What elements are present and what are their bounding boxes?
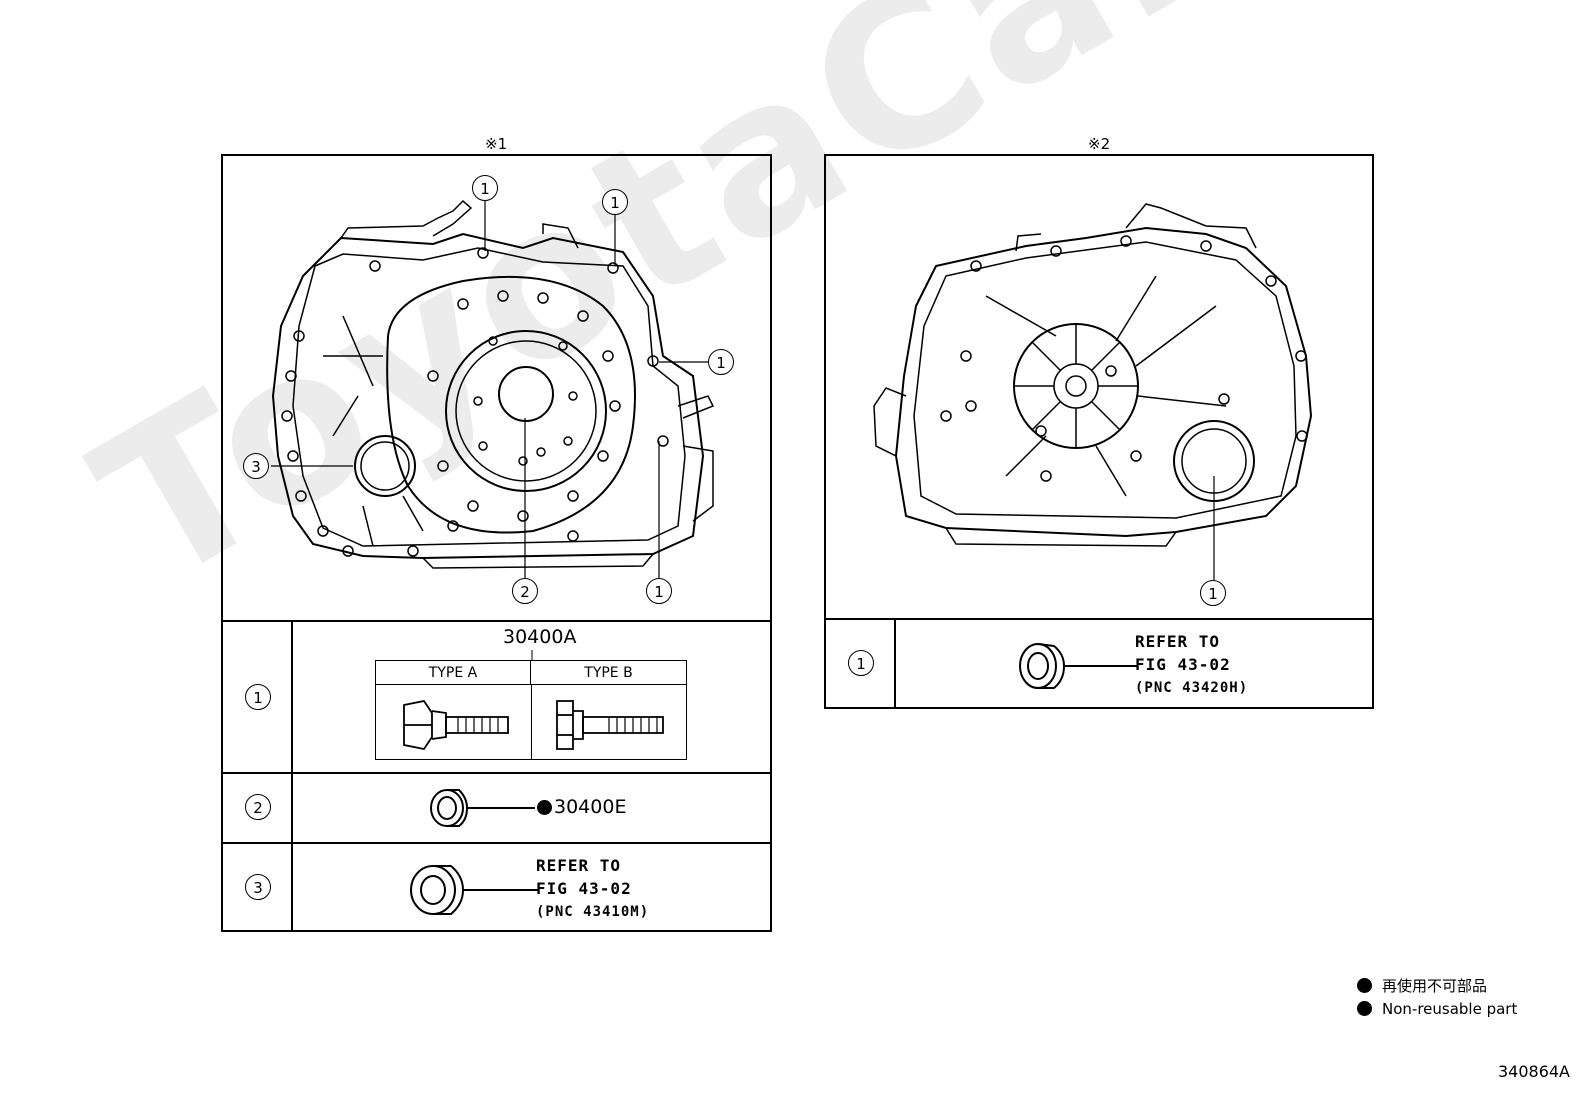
row-number: 2 [245, 794, 271, 820]
bolt-type-b-icon [556, 700, 664, 750]
callout-1-a: 1 [472, 175, 498, 201]
type-table: TYPE A TYPE B [375, 660, 687, 760]
callout-3: 3 [243, 453, 269, 479]
row-number: 3 [245, 874, 271, 900]
refer-line-1: REFER TO [1135, 632, 1221, 651]
left-panel-header: ※1 [485, 135, 508, 153]
callout-1-right: 1 [1200, 580, 1226, 606]
legend-english: Non-reusable part [1357, 1000, 1517, 1018]
right-panel-header: ※2 [1088, 135, 1111, 153]
parts-row-1: 1 30400A TYPE A TYPE B [223, 620, 770, 772]
oil-seal-icon [430, 789, 535, 827]
callout-1-d: 1 [646, 578, 672, 604]
non-reusable-dot-icon [1357, 978, 1372, 993]
refer-line-3: (PNC 43410M) [536, 904, 650, 920]
callout-1-c: 1 [708, 349, 734, 375]
left-panel: 1 1 1 1 2 3 1 30400A TYPE A TYPE B [221, 154, 772, 932]
bolt-type-a-icon [403, 699, 509, 751]
bearing-icon [410, 865, 538, 915]
type-a-header: TYPE A [376, 661, 531, 685]
refer-line-2: FIG 43-02 [1135, 655, 1231, 674]
parts-row-2: 2 30400E [223, 772, 770, 842]
type-b-header: TYPE B [531, 661, 686, 685]
refer-line-3: (PNC 43420H) [1135, 680, 1249, 696]
non-reusable-icon [537, 800, 552, 815]
type-divider [531, 685, 532, 759]
leader-line [531, 650, 533, 660]
parts-row-right-1: 1 REFER TO FIG 43-02 (PNC 43420H) [826, 618, 1372, 707]
bearing-icon-right [1019, 643, 1137, 689]
row-number-cell: 1 [826, 620, 896, 707]
legend-japanese: 再使用不可部品 [1357, 975, 1487, 996]
parts-row-3: 3 REFER TO FIG 43-02 (PNC 43410M) [223, 842, 770, 932]
part-number-30400A: 30400A [503, 626, 577, 648]
callout-2: 2 [512, 578, 538, 604]
right-panel: 1 1 REFER TO FIG 43-02 (PNC 43420H) [824, 154, 1374, 709]
part-number-30400E: 30400E [537, 796, 626, 818]
transmission-drawing-right [873, 203, 1313, 580]
row-number-cell: 3 [223, 844, 293, 932]
row-number: 1 [848, 650, 874, 676]
non-reusable-dot-icon [1357, 1001, 1372, 1016]
figure-code: 340864A [1497, 1062, 1570, 1081]
transmission-drawing-left [271, 199, 715, 578]
refer-line-2: FIG 43-02 [536, 879, 632, 898]
refer-line-1: REFER TO [536, 856, 622, 875]
callout-1-b: 1 [602, 189, 628, 215]
row-number-cell: 1 [223, 622, 293, 772]
row-number-cell: 2 [223, 774, 293, 842]
row-number: 1 [245, 684, 271, 710]
